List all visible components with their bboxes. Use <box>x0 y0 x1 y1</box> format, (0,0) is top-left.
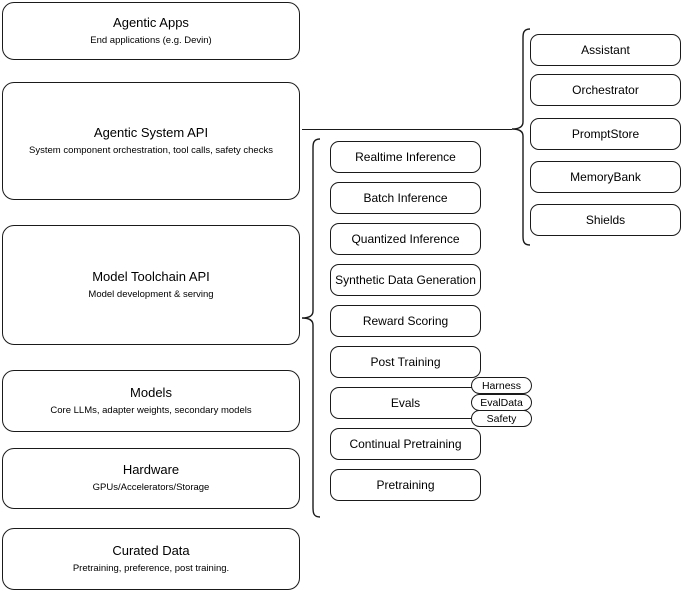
bracket-toolchain-capabilities <box>301 138 321 518</box>
capability-box-reward-scoring[interactable]: Reward Scoring <box>330 305 481 337</box>
connector-line-agentic-system-api <box>302 129 512 130</box>
capability-box-synthetic-data-generation[interactable]: Synthetic Data Generation <box>330 264 481 296</box>
capability-box-evals[interactable]: Evals <box>330 387 481 419</box>
capability-box-continual-pretraining[interactable]: Continual Pretraining <box>330 428 481 460</box>
capability-label: Quantized Inference <box>351 231 460 246</box>
capability-label: Post Training <box>370 354 441 369</box>
capability-box-realtime-inference[interactable]: Realtime Inference <box>330 141 481 173</box>
layer-subtitle: GPUs/Accelerators/Storage <box>92 482 210 494</box>
evals-badge-safety[interactable]: Safety <box>471 410 532 427</box>
layer-title: Curated Data <box>112 542 190 558</box>
layer-subtitle: End applications (e.g. Devin) <box>90 34 212 46</box>
capability-label: Continual Pretraining <box>349 436 462 451</box>
component-box-promptstore[interactable]: PromptStore <box>530 118 681 150</box>
bracket-agentic-system-components <box>511 28 531 246</box>
component-box-orchestrator[interactable]: Orchestrator <box>530 74 681 106</box>
capability-label: Evals <box>390 395 421 410</box>
layer-box-agentic-apps[interactable]: Agentic Apps End applications (e.g. Devi… <box>2 2 300 60</box>
layer-subtitle: Core LLMs, adapter weights, secondary mo… <box>50 404 252 416</box>
component-label: Orchestrator <box>572 82 639 97</box>
component-label: Shields <box>585 212 626 227</box>
component-box-shields[interactable]: Shields <box>530 204 681 236</box>
component-label: MemoryBank <box>570 169 641 184</box>
component-box-memorybank[interactable]: MemoryBank <box>530 161 681 193</box>
layer-box-agentic-system-api[interactable]: Agentic System API System component orch… <box>2 82 300 200</box>
capability-box-batch-inference[interactable]: Batch Inference <box>330 182 481 214</box>
capability-label: Synthetic Data Generation <box>335 272 476 287</box>
capability-label: Realtime Inference <box>355 149 456 164</box>
layer-subtitle: Pretraining, preference, post training. <box>72 562 230 574</box>
layer-title: Model Toolchain API <box>92 268 210 284</box>
layer-subtitle: System component orchestration, tool cal… <box>29 144 273 156</box>
component-label: Assistant <box>581 42 630 57</box>
component-label: PromptStore <box>571 126 640 141</box>
layer-box-hardware[interactable]: Hardware GPUs/Accelerators/Storage <box>2 448 300 509</box>
evals-badge-harness[interactable]: Harness <box>471 377 532 394</box>
layer-box-model-toolchain-api[interactable]: Model Toolchain API Model development & … <box>2 225 300 345</box>
layer-title: Agentic Apps <box>113 14 189 30</box>
layer-box-curated-data[interactable]: Curated Data Pretraining, preference, po… <box>2 528 300 590</box>
capability-box-pretraining[interactable]: Pretraining <box>330 469 481 501</box>
capability-label: Reward Scoring <box>362 313 449 328</box>
layer-subtitle: Model development & serving <box>88 288 214 300</box>
layer-title: Hardware <box>122 462 180 478</box>
capability-label: Batch Inference <box>363 190 448 205</box>
evals-badge-evaldata[interactable]: EvalData <box>471 394 532 411</box>
layer-title: Agentic System API <box>93 124 209 140</box>
layer-title: Models <box>130 384 172 400</box>
capability-box-post-training[interactable]: Post Training <box>330 346 481 378</box>
layer-box-models[interactable]: Models Core LLMs, adapter weights, secon… <box>2 370 300 432</box>
capability-label: Pretraining <box>376 477 435 492</box>
component-box-assistant[interactable]: Assistant <box>530 34 681 66</box>
capability-box-quantized-inference[interactable]: Quantized Inference <box>330 223 481 255</box>
